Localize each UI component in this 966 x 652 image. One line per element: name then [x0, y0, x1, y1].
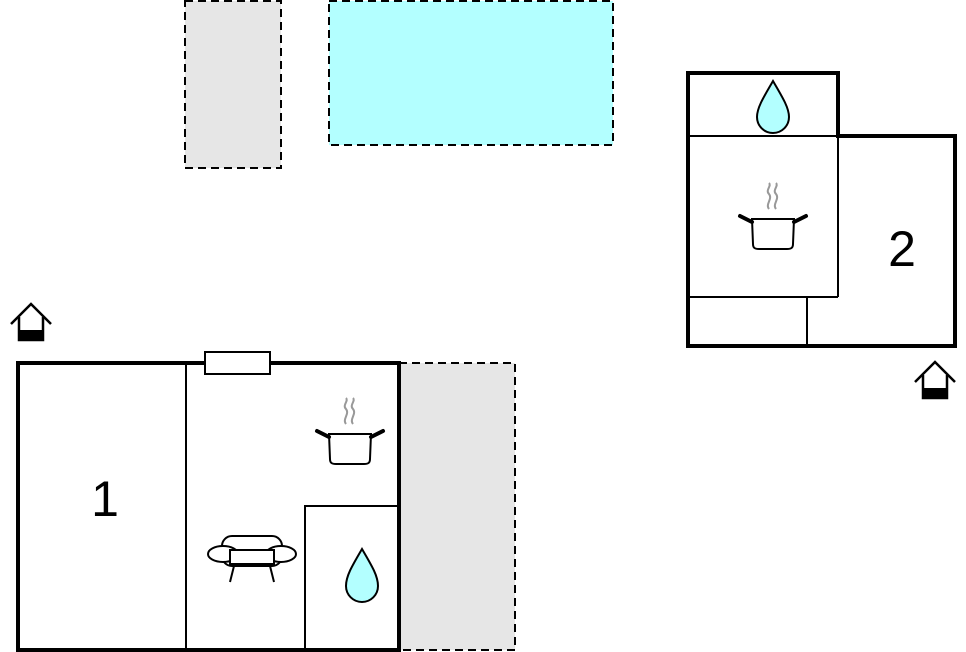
unit-1-bathroom-walls — [304, 505, 399, 650]
fireplace-icon — [204, 351, 271, 375]
pool — [328, 0, 614, 146]
unit-2-walls — [686, 71, 957, 348]
kitchen-icon — [738, 182, 808, 250]
unit-2: 2 — [686, 71, 957, 348]
terrace-right — [398, 362, 516, 651]
bathroom-icon — [344, 547, 380, 603]
bathroom-icon — [755, 79, 791, 134]
entrance-icon — [10, 302, 52, 342]
room-label-2: 2 — [888, 221, 916, 277]
unit-1: 1 — [16, 351, 401, 652]
living-room-icon — [207, 535, 297, 583]
kitchen-icon — [315, 397, 385, 465]
entrance-icon — [914, 360, 956, 400]
terrace-top — [184, 0, 282, 169]
room-label-1: 1 — [91, 471, 119, 527]
